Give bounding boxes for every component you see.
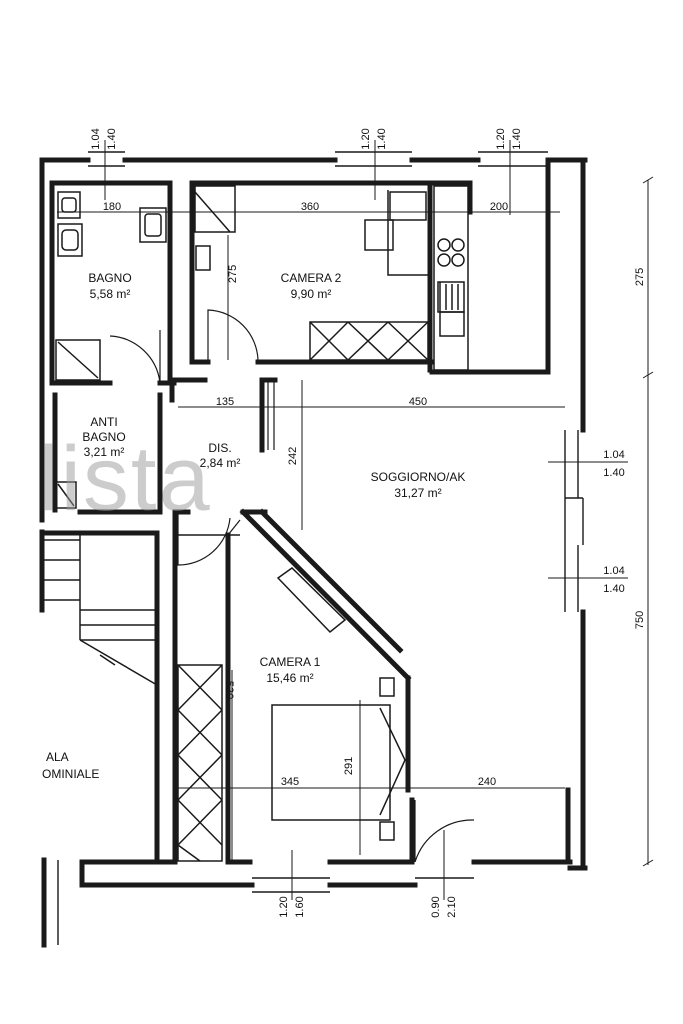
room-area-soggiorno: 31,27 m²: [394, 486, 441, 500]
dim-275-right: 275: [634, 268, 646, 286]
window4-width: 1.04: [603, 449, 624, 461]
kitchen-fixtures: [433, 185, 469, 371]
dim-291: 291: [343, 757, 355, 775]
window1-height: 1.40: [106, 128, 118, 149]
bathroom-fixtures: [55, 191, 167, 509]
window3-height: 1.40: [511, 128, 523, 149]
dim-345: 345: [281, 776, 299, 788]
dimension-lines: [57, 140, 654, 900]
dim-360: 360: [301, 201, 319, 213]
room-name2-anti: BAGNO: [82, 430, 125, 444]
room-area-dis: 2,84 m²: [200, 456, 241, 470]
window3-width: 1.20: [495, 128, 507, 149]
watermark-text: lista: [38, 428, 212, 530]
dim-750: 750: [634, 611, 646, 629]
dim-275: 275: [227, 265, 239, 283]
room-name-dis: DIS.: [208, 441, 231, 455]
dim-242: 242: [287, 447, 299, 465]
dim-180: 180: [103, 201, 121, 213]
window5-width: 1.04: [603, 565, 624, 577]
dim-200: 200: [490, 201, 508, 213]
window1-width: 1.04: [90, 128, 102, 149]
window2-height: 1.40: [376, 128, 388, 149]
window5-height: 1.40: [603, 583, 624, 595]
dim-450: 450: [409, 396, 427, 408]
dim-530: 530: [223, 681, 235, 699]
door-entry-height: 2.10: [446, 896, 458, 917]
room-area-camera1: 15,46 m²: [266, 671, 313, 685]
door-entry-width: 0.90: [430, 896, 442, 917]
room-labels: BAGNO 5,58 m² CAMERA 2 9,90 m² ANTI BAGN…: [42, 271, 465, 781]
room-area-bagno: 5,58 m²: [90, 287, 131, 301]
camera2-furniture: [194, 185, 429, 361]
window6-height: 1.60: [294, 896, 306, 917]
room-area-anti: 3,21 m²: [84, 445, 125, 459]
window-labels: 1.04 1.40 1.20 1.40 1.20 1.40 1.04 1.40 …: [90, 128, 625, 917]
room-name-camera2: CAMERA 2: [281, 271, 342, 285]
room-name-scala: ALA: [46, 750, 69, 764]
dim-135: 135: [216, 396, 234, 408]
room-name-camera1: CAMERA 1: [260, 655, 321, 669]
room-area-camera2: 9,90 m²: [291, 287, 332, 301]
room-name-soggiorno: SOGGIORNO/AK: [371, 470, 466, 484]
window4-height: 1.40: [603, 467, 624, 479]
dim-240: 240: [478, 776, 496, 788]
stairs: [44, 535, 158, 686]
room-name2-scala: OMINIALE: [42, 767, 99, 781]
camera1-furniture: [175, 534, 406, 862]
window2-width: 1.20: [360, 128, 372, 149]
room-name-bagno: BAGNO: [88, 271, 131, 285]
doors: [109, 309, 475, 863]
room-name-anti: ANTI: [90, 415, 117, 429]
window6-width: 1.20: [278, 896, 290, 917]
walls: [39, 157, 588, 948]
dimension-labels: 180 360 200 135 450 345 240 275 242 530 …: [103, 201, 646, 788]
